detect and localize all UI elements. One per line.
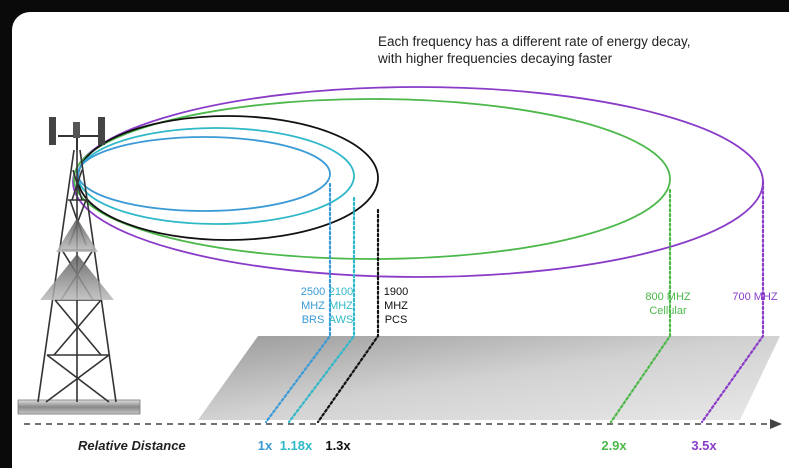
band-1900-line2: MHZ — [384, 300, 408, 312]
drop-line-700 — [700, 180, 765, 424]
band-2100-line2: MHZ — [329, 300, 353, 312]
band-1900-line1: 1900 — [384, 286, 408, 298]
antenna-center — [73, 122, 80, 138]
band-2500-line2: MHZ — [301, 300, 325, 312]
coverage-ellipses — [72, 86, 764, 278]
distance-markers: Relative Distance 1x 1.18x 1.3x 2.9x 3.5… — [78, 438, 717, 453]
drop-line-2100 — [287, 196, 356, 424]
caption-line-1: Each frequency has a different rate of e… — [378, 34, 690, 49]
band-2500-line1: 2500 — [301, 286, 325, 298]
distance-800: 2.9x — [601, 438, 627, 453]
tower-beam-lower — [40, 254, 114, 300]
tower-base — [17, 399, 141, 415]
ground-plane — [198, 336, 780, 420]
band-2100-line3: AWS — [329, 314, 354, 326]
axis-label: Relative Distance — [78, 438, 186, 453]
band-2100-line1: 2100 — [329, 286, 353, 298]
antenna-left — [49, 117, 56, 145]
cell-tower-icon — [17, 117, 141, 415]
distance-2500: 1x — [258, 438, 273, 453]
band-labels: 2500 MHZ BRS 2100 MHZ AWS 1900 MHZ PCS 8… — [301, 286, 778, 326]
drop-line-800 — [609, 188, 672, 424]
ellipse-800mhz — [73, 98, 671, 260]
tower-beam-upper — [56, 218, 98, 252]
band-1900-line3: PCS — [385, 314, 408, 326]
antenna-right — [98, 117, 105, 145]
drop-lines — [264, 180, 765, 424]
ellipse-2100mhz — [77, 127, 355, 225]
ellipse-700mhz — [72, 86, 764, 278]
drop-line-2500 — [264, 182, 332, 424]
band-800-line1: 800 MHZ — [645, 291, 691, 303]
distance-axis — [24, 419, 782, 429]
ellipse-1900mhz — [77, 115, 379, 241]
distance-1900: 1.3x — [325, 438, 351, 453]
distance-700: 3.5x — [691, 438, 717, 453]
caption-line-2: with higher frequencies decaying faster — [377, 51, 613, 66]
distance-2100: 1.18x — [280, 438, 313, 453]
band-800-line2: Cellular — [649, 305, 687, 317]
drop-line-1900 — [316, 208, 380, 424]
band-2500-line3: BRS — [302, 314, 325, 326]
ellipse-2500mhz — [77, 136, 331, 212]
axis-arrowhead — [770, 419, 782, 429]
band-700-line1: 700 MHZ — [732, 291, 778, 303]
